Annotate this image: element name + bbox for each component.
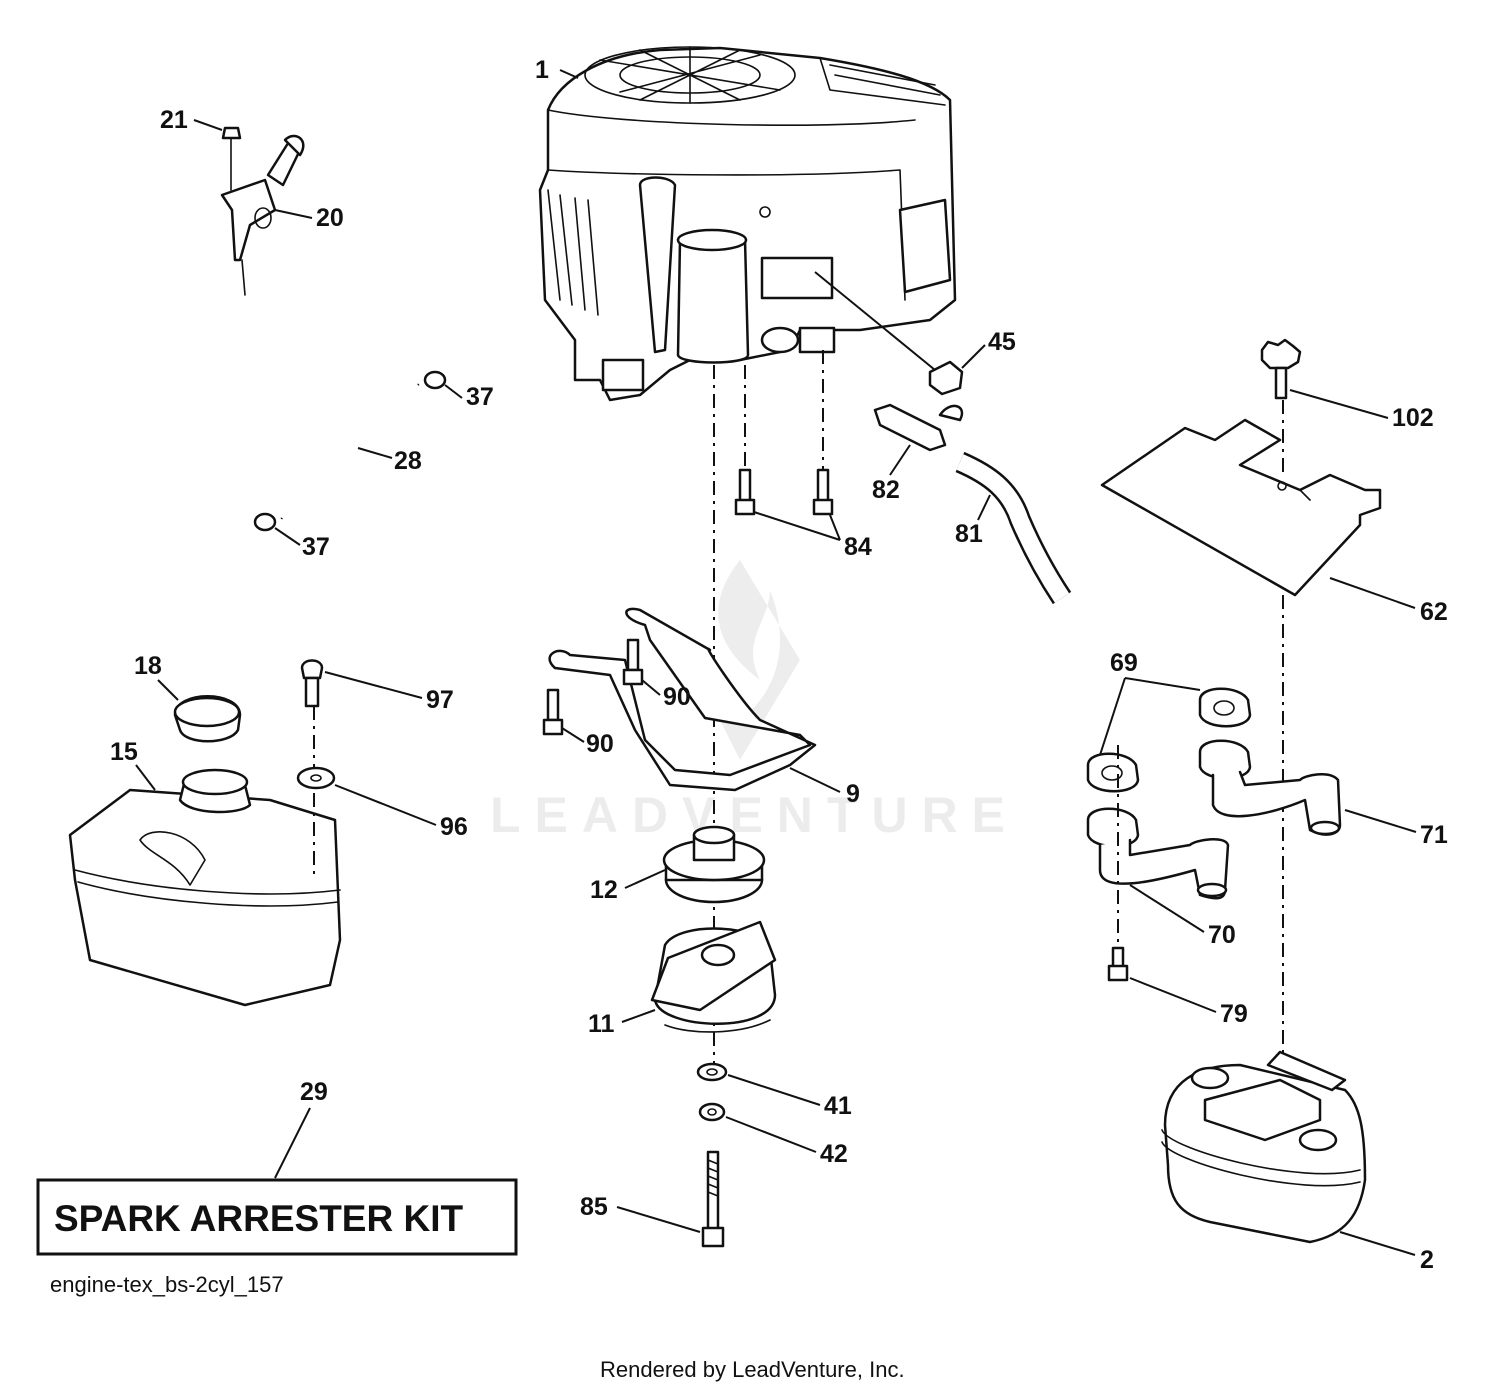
throttle-bracket	[220, 126, 305, 296]
callout-85[interactable]: 85	[580, 1193, 608, 1221]
fuel-cap	[173, 695, 242, 743]
callout-2[interactable]: 2	[1420, 1246, 1434, 1274]
callout-37-top[interactable]: 37	[466, 383, 494, 411]
tank-bolt	[300, 659, 324, 708]
footer-credit: Rendered by LeadVenture, Inc.	[600, 1357, 905, 1382]
fuel-tank	[68, 768, 342, 1007]
callout-41[interactable]: 41	[824, 1092, 852, 1120]
callout-90-left[interactable]: 90	[586, 730, 614, 758]
shield-knob	[1260, 338, 1302, 400]
callout-82[interactable]: 82	[872, 476, 900, 504]
clutch-washer	[696, 1062, 728, 1082]
engine	[538, 46, 957, 402]
tank-washer	[296, 766, 336, 790]
callout-102[interactable]: 102	[1392, 404, 1434, 432]
callout-71[interactable]: 71	[1420, 821, 1448, 849]
spark-arrester-kit-label: SPARK ARRESTER KIT	[54, 1198, 463, 1239]
fuel-hose	[253, 370, 447, 532]
callout-70[interactable]: 70	[1208, 921, 1236, 949]
watermark-text: LEADVENTURE	[490, 787, 1019, 843]
exhaust-pipe-left	[1086, 807, 1230, 900]
callout-97[interactable]: 97	[426, 686, 454, 714]
callout-12[interactable]: 12	[590, 876, 618, 904]
exhaust-bolt	[1107, 946, 1129, 982]
drain-hose	[955, 451, 1072, 605]
clutch-bolt	[701, 1150, 725, 1248]
callout-96[interactable]: 96	[440, 813, 468, 841]
callout-90-right[interactable]: 90	[663, 683, 691, 711]
exhaust-pipe-right	[1198, 739, 1342, 836]
callout-18[interactable]: 18	[134, 652, 162, 680]
drain-valve	[873, 403, 964, 452]
callout-21[interactable]: 21	[160, 106, 188, 134]
diagram-reference: engine-tex_bs-2cyl_157	[50, 1272, 284, 1297]
pulley	[662, 825, 766, 904]
spark-arrester-kit-box	[36, 1178, 518, 1256]
heat-shield	[1100, 418, 1382, 597]
callout-29[interactable]: 29	[300, 1078, 328, 1106]
callout-9[interactable]: 9	[846, 780, 860, 808]
callout-11[interactable]: 11	[588, 1010, 615, 1038]
electric-clutch	[650, 920, 777, 1033]
callout-1[interactable]: 1	[535, 56, 549, 84]
callout-45[interactable]: 45	[988, 328, 1016, 356]
oil-drain-plug	[928, 360, 964, 396]
callout-15[interactable]: 15	[110, 738, 138, 766]
callout-79[interactable]: 79	[1220, 1000, 1248, 1028]
callout-69[interactable]: 69	[1110, 649, 1138, 677]
callout-62[interactable]: 62	[1420, 598, 1448, 626]
callout-20[interactable]: 20	[316, 204, 344, 232]
callout-28[interactable]: 28	[394, 447, 422, 475]
callout-37-bottom[interactable]: 37	[302, 533, 330, 561]
lock-washer	[698, 1102, 726, 1122]
exhaust-gaskets	[1086, 687, 1252, 793]
engine-gasket	[548, 607, 817, 792]
gasket-bolts	[542, 638, 644, 736]
callout-42[interactable]: 42	[820, 1140, 848, 1168]
engine-bolts	[734, 468, 834, 516]
callout-81[interactable]: 81	[955, 520, 983, 548]
callout-84[interactable]: 84	[844, 533, 872, 561]
muffler	[1161, 1050, 1367, 1244]
